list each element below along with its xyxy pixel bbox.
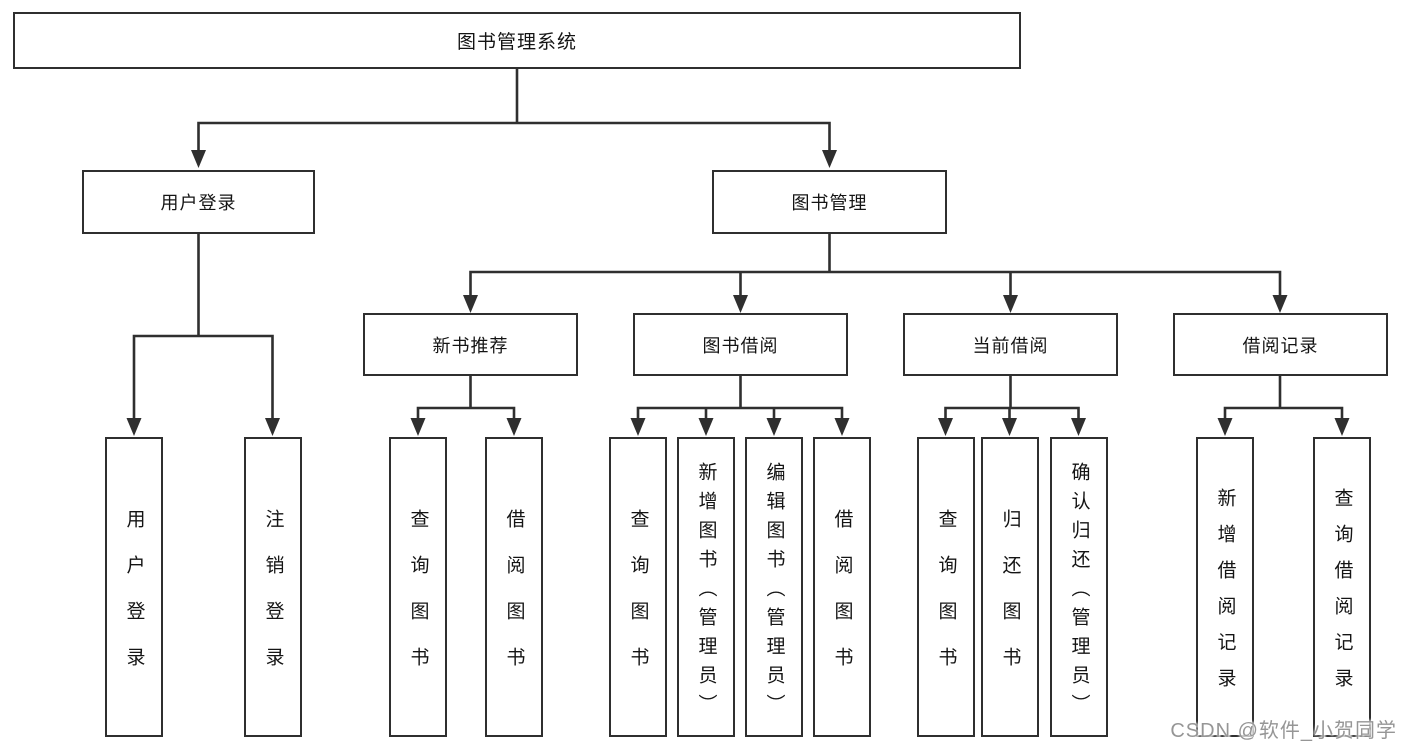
- leaf-logout: 注销登录: [244, 437, 302, 737]
- leaf-add-books-admin: 新增图书（管理员）: [677, 437, 735, 737]
- node-label: 图书管理: [791, 193, 868, 213]
- leaf-return-books: 归还图书: [981, 437, 1039, 737]
- node-label: 查询图书: [407, 508, 429, 693]
- leaf-query-books-borrowing: 查询图书: [609, 437, 667, 737]
- node-label: 图书借阅: [702, 335, 779, 356]
- node-label: 新书推荐: [432, 335, 509, 356]
- leaf-query-borrow-record: 查询借阅记录: [1313, 437, 1371, 737]
- node-label: 查询图书: [627, 508, 649, 693]
- node-label: 注销登录: [262, 508, 284, 693]
- node-borrowing-records: 借阅记录: [1173, 313, 1388, 376]
- leaf-user-login: 用户登录: [105, 437, 163, 737]
- leaf-query-books-newbooks: 查询图书: [389, 437, 447, 737]
- node-label: 用户登录: [160, 193, 237, 213]
- node-label: 查询图书: [935, 508, 957, 693]
- leaf-query-books-current: 查询图书: [917, 437, 975, 737]
- node-current-borrowing: 当前借阅: [903, 313, 1118, 376]
- node-book-management: 图书管理: [712, 170, 947, 234]
- node-user-login: 用户登录: [82, 170, 315, 234]
- node-label: 新增借阅记录: [1214, 487, 1236, 704]
- leaf-add-borrow-record: 新增借阅记录: [1196, 437, 1254, 737]
- node-label: 当前借阅: [972, 335, 1049, 356]
- node-label: 用户登录: [123, 508, 145, 693]
- node-label: 确认归还（管理员）: [1068, 461, 1090, 723]
- leaf-borrow-books-newbooks: 借阅图书: [485, 437, 543, 737]
- leaf-confirm-return-admin: 确认归还（管理员）: [1050, 437, 1108, 737]
- watermark: CSDN @软件_小贺同学: [1170, 720, 1397, 742]
- node-label: 编辑图书（管理员）: [763, 461, 785, 723]
- node-label: 新增图书（管理员）: [695, 461, 717, 723]
- node-label: 借阅图书: [503, 508, 525, 693]
- leaf-borrow-books-borrowing: 借阅图书: [813, 437, 871, 737]
- node-new-book-recommendation: 新书推荐: [363, 313, 578, 376]
- node-label: 归还图书: [999, 508, 1021, 693]
- node-library-management-system: 图书管理系统: [13, 12, 1021, 69]
- node-label: 查询借阅记录: [1331, 487, 1353, 704]
- node-book-borrowing: 图书借阅: [633, 313, 848, 376]
- leaf-edit-books-admin: 编辑图书（管理员）: [745, 437, 803, 737]
- node-label: 借阅记录: [1242, 335, 1319, 356]
- node-label: 借阅图书: [831, 508, 853, 693]
- node-label: 图书管理系统: [456, 32, 577, 53]
